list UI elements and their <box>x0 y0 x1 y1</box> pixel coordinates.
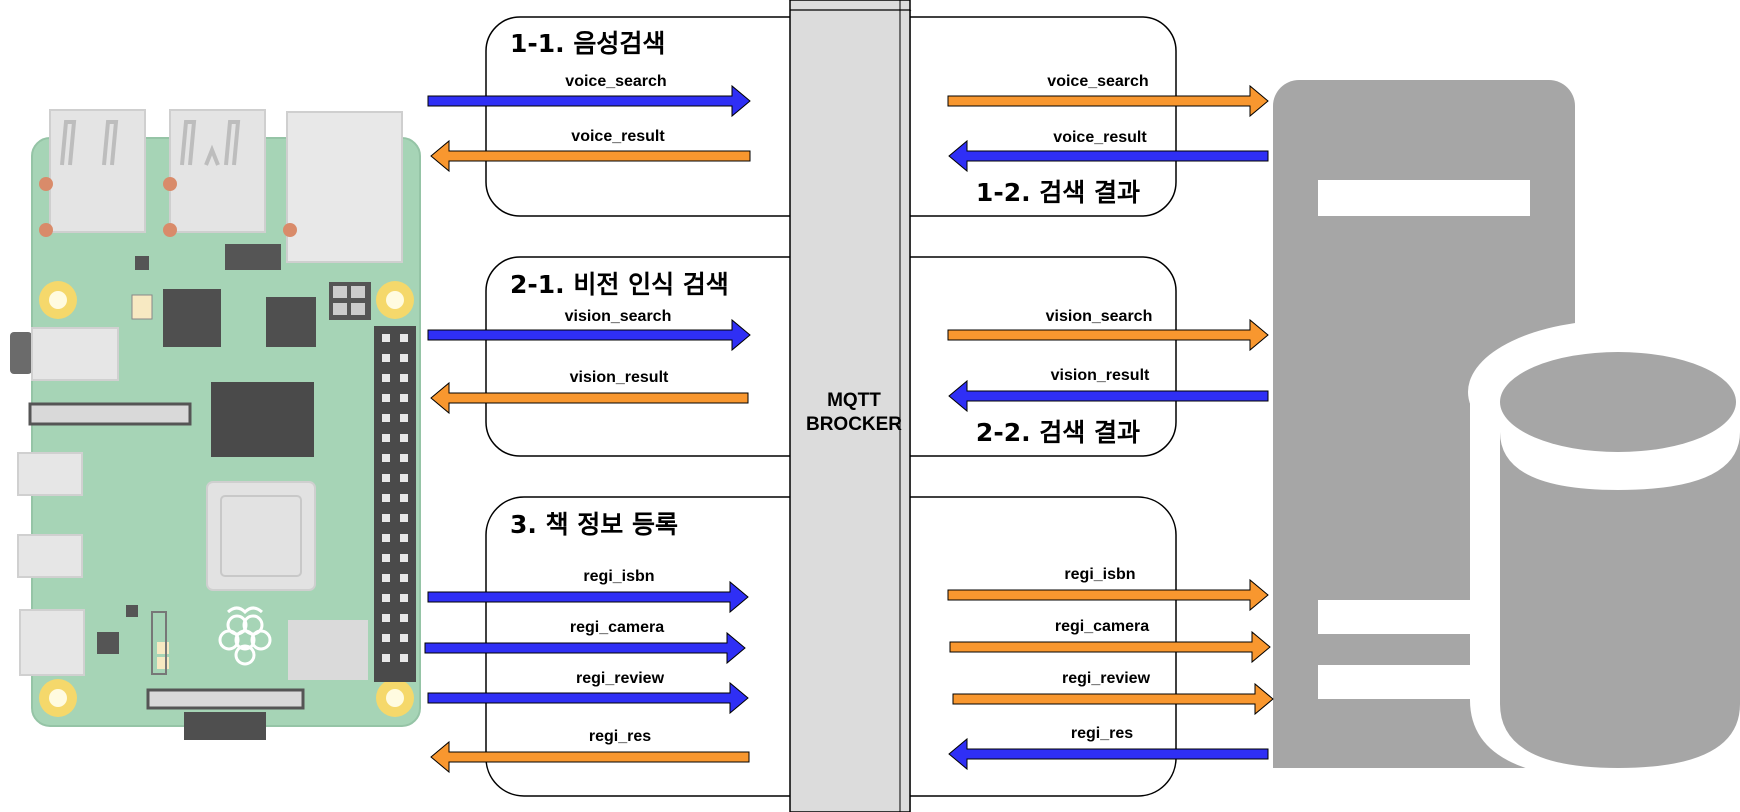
arrow-left-vision-search <box>427 318 751 352</box>
right-arrows: voice_search voice_result vision_search … <box>947 73 1274 771</box>
arrow-left-voice-search <box>427 84 751 118</box>
section-1-result-title: 1-2. 검색 결과 <box>976 178 1140 207</box>
arrow-left-voice-search-label: voice_search <box>565 73 666 90</box>
server-database-icon <box>1273 80 1740 780</box>
arrow-left-regi-isbn-label: regi_isbn <box>583 568 654 585</box>
arrow-right-regi-camera <box>949 630 1271 664</box>
arrow-left-regi-camera-label: regi_camera <box>570 619 664 636</box>
raspberry-logo-icon <box>218 606 272 666</box>
arrow-left-voice-result <box>430 139 751 173</box>
arrow-left-vision-result-label: vision_result <box>570 369 669 386</box>
arrow-left-regi-res-label: regi_res <box>589 728 651 745</box>
section-3-title: 3. 책 정보 등록 <box>510 510 678 539</box>
arrow-right-vision-result-label: vision_result <box>1051 367 1150 384</box>
left-arrows: voice_search voice_result vision_search … <box>424 73 751 774</box>
arrow-right-vision-search-label: vision_search <box>1046 308 1153 325</box>
arrow-left-regi-res <box>430 740 750 774</box>
arrow-right-vision-result <box>948 379 1269 413</box>
section-2-result-title: 2-2. 검색 결과 <box>976 418 1140 447</box>
section-2-title: 2-1. 비전 인식 검색 <box>510 270 729 299</box>
arrow-right-regi-isbn-label: regi_isbn <box>1064 566 1135 583</box>
arrow-right-regi-res <box>948 737 1269 771</box>
section-1-title: 1-1. 음성검색 <box>510 29 665 58</box>
arrow-right-regi-review <box>952 682 1274 716</box>
arrow-left-vision-search-label: vision_search <box>565 308 672 325</box>
broker-label-line1: MQTT <box>827 390 881 411</box>
arrow-left-regi-review-label: regi_review <box>576 670 665 687</box>
arrow-right-vision-search <box>947 318 1269 352</box>
mqtt-broker: MQTT BROCKER <box>789 0 912 812</box>
arrow-right-regi-camera-label: regi_camera <box>1055 618 1149 635</box>
arrow-left-voice-result-label: voice_result <box>571 128 665 145</box>
arrow-right-regi-review-label: regi_review <box>1062 670 1151 687</box>
arrow-right-voice-search-label: voice_search <box>1047 73 1148 90</box>
arrow-left-vision-result <box>430 381 749 415</box>
arrow-right-regi-res-label: regi_res <box>1071 725 1133 742</box>
arrow-left-regi-isbn <box>427 580 749 614</box>
arrow-right-voice-result-label: voice_result <box>1053 129 1147 146</box>
arrow-left-regi-camera <box>424 631 746 665</box>
broker-label-line2: BROCKER <box>806 414 902 435</box>
arrow-left-regi-review <box>427 681 749 715</box>
arrow-right-voice-result <box>948 139 1269 173</box>
arrow-right-regi-isbn <box>947 578 1269 612</box>
raspberry-pi-board-icon <box>10 109 421 740</box>
arrow-right-voice-search <box>947 84 1269 118</box>
